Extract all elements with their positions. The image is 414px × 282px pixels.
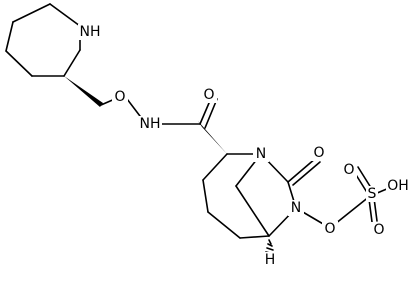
atom-labels: NH O NH O N O N O S O OH O H [80, 24, 409, 268]
bond [5, 50, 33, 77]
wedge-bond [198, 121, 227, 154]
atom-mask [322, 221, 338, 237]
atom-mask [386, 178, 410, 194]
atom-mask [371, 222, 387, 238]
hash-line [267, 243, 273, 247]
atom-label-o-sulfonyl-bottom: O [373, 222, 384, 238]
wedge-bond [64, 76, 103, 107]
atom-label-s: S [368, 186, 377, 202]
atom-masks [78, 24, 410, 268]
atom-label-n-bridge: N [256, 146, 266, 162]
atom-mask [262, 252, 278, 268]
hash-line [268, 239, 272, 245]
piperidine-ring [5, 3, 81, 77]
atom-mask [311, 145, 327, 161]
bond [202, 153, 228, 181]
atom-mask [288, 200, 304, 216]
atom-mask [201, 87, 217, 103]
atom-mask [138, 116, 162, 132]
atom-mask [112, 89, 128, 105]
double-bond-line [287, 157, 317, 183]
bond [239, 235, 270, 239]
atom-label-nh-amide: NH [140, 116, 161, 132]
atom-label-n-ring: N [291, 200, 301, 216]
bond [49, 3, 81, 27]
bond [235, 185, 270, 237]
bond [63, 49, 81, 77]
hash-line [266, 247, 274, 251]
atom-mask [78, 24, 102, 40]
double-bond-line [368, 198, 373, 223]
atom-label-nh-piperidine: NH [80, 24, 101, 40]
atom-mask [341, 162, 357, 178]
bond [207, 211, 241, 239]
atom-mask [253, 146, 269, 162]
double-bond-line [204, 98, 218, 129]
bond [5, 21, 14, 52]
atom-label-o-sulfonyl-top: O [343, 162, 354, 178]
atom-label-o-urea: O [313, 145, 324, 161]
bicyclic-core [202, 153, 297, 239]
atom-label-o-amide: O [203, 87, 214, 103]
atom-label-h: H [265, 252, 276, 268]
double-bond-line [292, 161, 321, 186]
bond [202, 179, 209, 213]
atom-label-o-sulfate-link: O [324, 221, 335, 237]
bond [12, 3, 51, 23]
atom-label-o-ether: O [114, 89, 125, 105]
atom-label-oh: OH [387, 178, 409, 194]
atom-mask [366, 186, 378, 202]
